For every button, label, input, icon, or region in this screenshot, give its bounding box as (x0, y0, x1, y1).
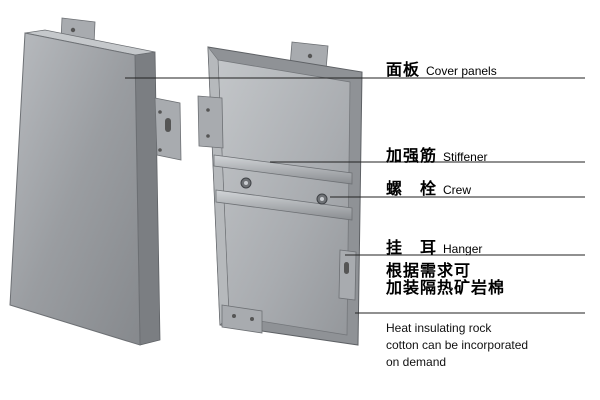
hanger-tab-side-right (197, 95, 224, 149)
label-stiffener: 加强筋 Stiffener (386, 142, 488, 166)
hanger-tab-right (338, 249, 357, 301)
label-hanger: 挂 耳 Hanger (386, 234, 482, 258)
panel-back-view (197, 41, 363, 346)
stiffener-bar-upper (213, 154, 353, 185)
label-screw: 螺 栓 Crew (386, 175, 471, 199)
stiffener-bar-middle (215, 189, 353, 221)
hanger-hole (307, 53, 313, 59)
label-stiffener-en: Stiffener (443, 150, 488, 164)
label-hanger-en: Hanger (443, 242, 483, 256)
cover-panel-front (9, 17, 182, 346)
label-screw-en: Crew (443, 183, 472, 197)
label-insulation-en-line2: cotton can be incorporated (386, 338, 529, 352)
label-insulation-en: Heat insulating rock cotton can be incor… (386, 320, 528, 371)
bolt-head (244, 181, 248, 185)
rivet (250, 317, 254, 321)
label-insulation-en-line3: on demand (386, 355, 447, 369)
bolt-head (320, 197, 324, 201)
rivet (206, 134, 210, 138)
hanger-slot (165, 118, 171, 132)
label-cover-en: Cover panels (426, 64, 497, 78)
hanger-tab-bottom (221, 304, 263, 334)
label-hanger-cn: 挂 耳 (386, 238, 438, 257)
label-screw-cn: 螺 栓 (386, 179, 438, 198)
leader-lines (125, 77, 585, 314)
label-insulation-cn-line1: 根据需求可 (386, 261, 472, 280)
rivet (158, 148, 162, 152)
rivet (158, 110, 162, 114)
label-stiffener-cn: 加强筋 (386, 146, 438, 165)
label-insulation-cn-line2: 加装隔热矿岩棉 (386, 278, 506, 297)
hanger-hole (70, 27, 76, 33)
hanger-slot (344, 262, 349, 274)
label-insulation-en-line1: Heat insulating rock (386, 321, 492, 335)
label-cover-panels: 面板 Cover panels (386, 56, 497, 80)
rivet (232, 314, 236, 318)
rivet (206, 108, 210, 112)
label-cover-cn: 面板 (386, 60, 421, 79)
label-insulation-cn: 根据需求可 加装隔热矿岩棉 (386, 262, 505, 296)
cover-panel-face (9, 32, 141, 346)
